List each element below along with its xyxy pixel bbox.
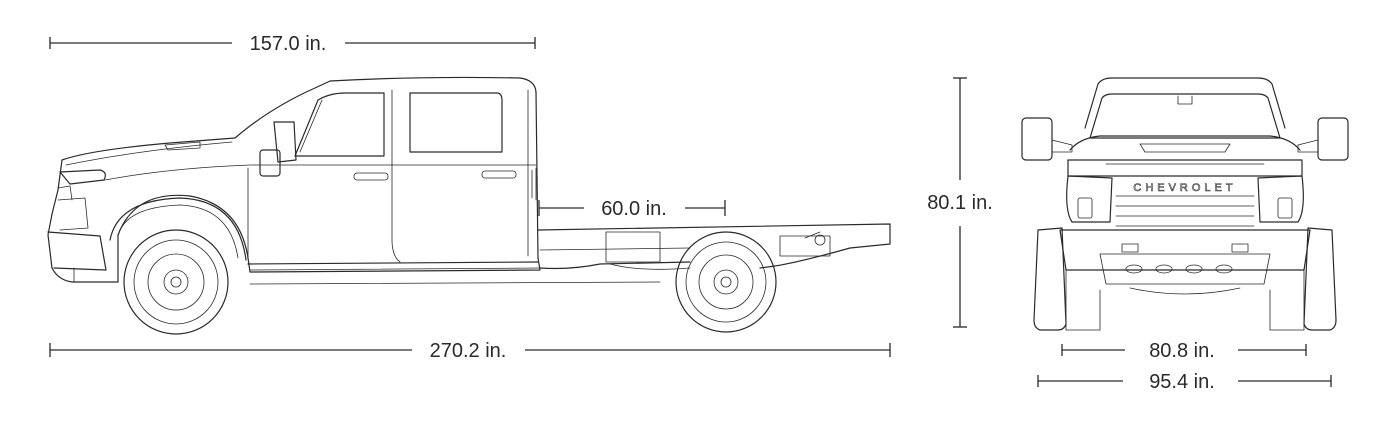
side-frame-rail — [537, 223, 891, 269]
side-mirror — [273, 121, 297, 163]
front-windshield — [1089, 93, 1281, 139]
front-left-headlight — [1066, 175, 1113, 223]
front-right-headlight — [1257, 175, 1304, 223]
frame-length-label: 60.0 in. — [601, 198, 667, 220]
front-right-tire — [1303, 227, 1337, 331]
dimension-frame-length: 60.0 in. — [538, 198, 726, 220]
front-left-mirror — [1021, 117, 1073, 161]
front-left-tire — [1033, 227, 1067, 331]
dimension-overall-length: 270.2 in. — [49, 340, 891, 362]
overall-width-label: 95.4 in. — [1149, 371, 1215, 393]
rear-track-label: 80.8 in. — [1149, 340, 1215, 362]
dimension-overall-width: 95.4 in. — [1037, 371, 1332, 393]
side-front-window — [294, 92, 385, 157]
truck-front-view: CHEVROLET — [1021, 77, 1349, 331]
side-front-wheel — [123, 229, 229, 335]
cab-length-label: 157.0 in. — [250, 33, 327, 55]
dimension-overall-height: 80.1 in. — [927, 77, 993, 328]
dimension-cab-length: 157.0 in. — [49, 33, 536, 55]
front-cab-outline — [1084, 77, 1286, 129]
overall-height-label: 80.1 in. — [927, 192, 993, 214]
side-body-outline — [47, 76, 541, 283]
overall-length-label: 270.2 in. — [430, 340, 507, 362]
front-bumper — [1059, 229, 1311, 271]
truck-side-view — [47, 76, 891, 335]
grille-brand-text: CHEVROLET — [1133, 182, 1236, 194]
dimension-rear-track: 80.8 in. — [1061, 340, 1307, 362]
side-rear-window — [409, 92, 503, 153]
side-rear-wheel — [675, 231, 777, 333]
front-right-mirror — [1297, 117, 1349, 161]
